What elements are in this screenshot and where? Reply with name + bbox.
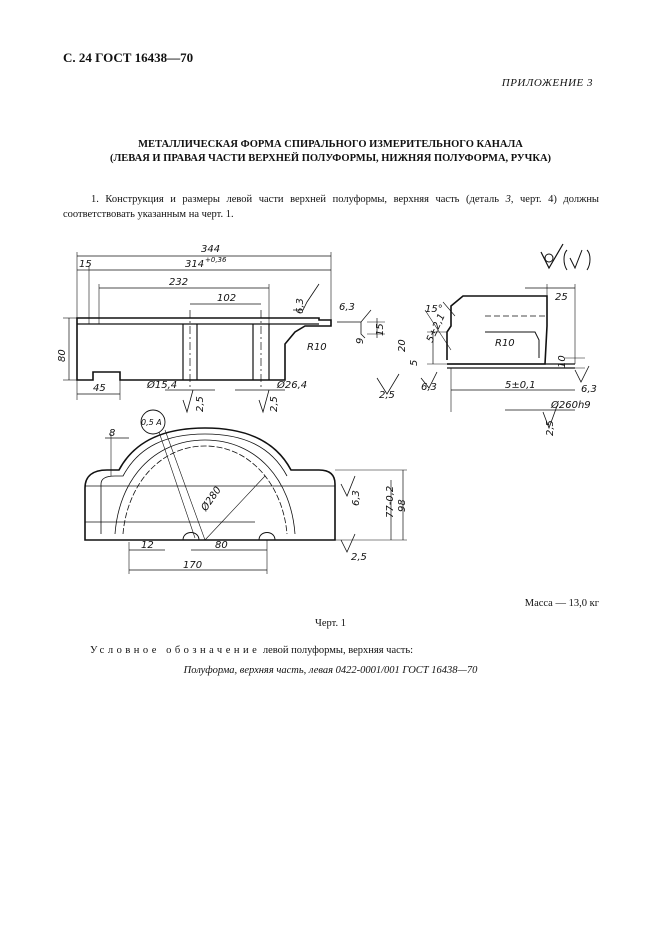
dim-344: 344 <box>201 244 220 255</box>
designation-label-rest: левой полуформы, верхняя часть: <box>260 645 414 656</box>
paragraph-part-1: 1. Конструкция и размеры левой части вер… <box>91 194 506 205</box>
dim-20: 20 <box>397 339 408 352</box>
designation-label: Условное обозначение левой полуформы, ве… <box>90 645 413 656</box>
section-detail-outline <box>446 295 548 365</box>
dim-d280: Ø280 <box>198 484 224 514</box>
dim-45: 45 <box>93 383 106 394</box>
title-line-2: (ЛЕВАЯ И ПРАВАЯ ЧАСТИ ВЕРХНЕЙ ПОЛУФОРМЫ,… <box>109 153 552 164</box>
dim-6-3a: 6,3 <box>295 298 306 314</box>
dim-0-5a: 0,5 A <box>141 418 162 427</box>
dim-314: 314 <box>185 259 204 270</box>
dim-6-3e: 6,3 <box>351 490 362 506</box>
dim-d260: Ø260h9 <box>550 399 591 411</box>
dim-d15-4: Ø15,4 <box>146 379 177 391</box>
dim-12: 12 <box>141 540 154 551</box>
technical-drawing: 344 314 +0,36 15 232 102 80 45 Ø15,4 Ø26… <box>57 243 597 574</box>
dim-2-5c: 2,5 <box>379 390 395 401</box>
dim-5a: 5 <box>409 360 420 366</box>
dim-80b: 80 <box>215 540 228 551</box>
dim-r10b: R10 <box>495 338 515 349</box>
dim-2-5d: 2,5 <box>545 420 556 436</box>
dim-80: 80 <box>57 349 68 362</box>
designation-value: Полуформа, верхняя часть, левая 0422-000… <box>183 665 478 676</box>
dim-232: 232 <box>169 277 188 288</box>
appendix-label: ПРИЛОЖЕНИЕ 3 <box>501 77 593 89</box>
document-title: МЕТАЛЛИЧЕСКАЯ ФОРМА СПИРАЛЬНОГО ИЗМЕРИТЕ… <box>0 138 661 166</box>
dim-15a: 15 <box>79 259 92 270</box>
dim-6-3d: 6,3 <box>581 384 597 395</box>
title-line-1: МЕТАЛЛИЧЕСКАЯ ФОРМА СПИРАЛЬНОГО ИЗМЕРИТЕ… <box>138 139 523 150</box>
dim-r10a: R10 <box>307 342 327 353</box>
paragraph-1: 1. Конструкция и размеры левой части вер… <box>63 192 599 222</box>
designation-label-spaced: Условное обозначение <box>90 645 261 656</box>
dim-25: 25 <box>555 292 568 303</box>
dim-2-5b: 2,5 <box>269 396 280 412</box>
plan-view-outline <box>84 427 336 541</box>
dim-98: 98 <box>397 499 408 512</box>
paragraph-part-2: , черт. 4) должны соответствовать указан… <box>63 194 599 220</box>
dim-5-0-1: 5±0,1 <box>505 380 536 391</box>
top-view-outline <box>76 317 332 381</box>
dim-2-5a: 2,5 <box>195 396 206 412</box>
dim-8: 8 <box>109 428 115 439</box>
dim-102: 102 <box>217 293 236 304</box>
dim-d26-4: Ø26,4 <box>276 379 307 391</box>
dim-6-3b: 6,3 <box>339 302 355 313</box>
dim-15deg: 15° <box>425 304 443 315</box>
dim-10: 10 <box>557 355 568 368</box>
dim-9: 9 <box>355 338 366 344</box>
dim-77: 77-0,2 <box>385 486 396 518</box>
dim-15b: 15 <box>375 323 386 336</box>
dim-170: 170 <box>183 560 202 571</box>
page-header: С. 24 ГОСТ 16438—70 <box>63 50 194 65</box>
dim-314-tol: +0,36 <box>205 256 227 264</box>
mass-label: Масса — 13,0 кг <box>524 598 599 609</box>
figure-caption: Черт. 1 <box>315 618 346 629</box>
dim-2-5e: 2,5 <box>351 552 367 563</box>
dim-6-3c: 6,3 <box>421 382 437 393</box>
detail-number: 3 <box>505 194 511 205</box>
